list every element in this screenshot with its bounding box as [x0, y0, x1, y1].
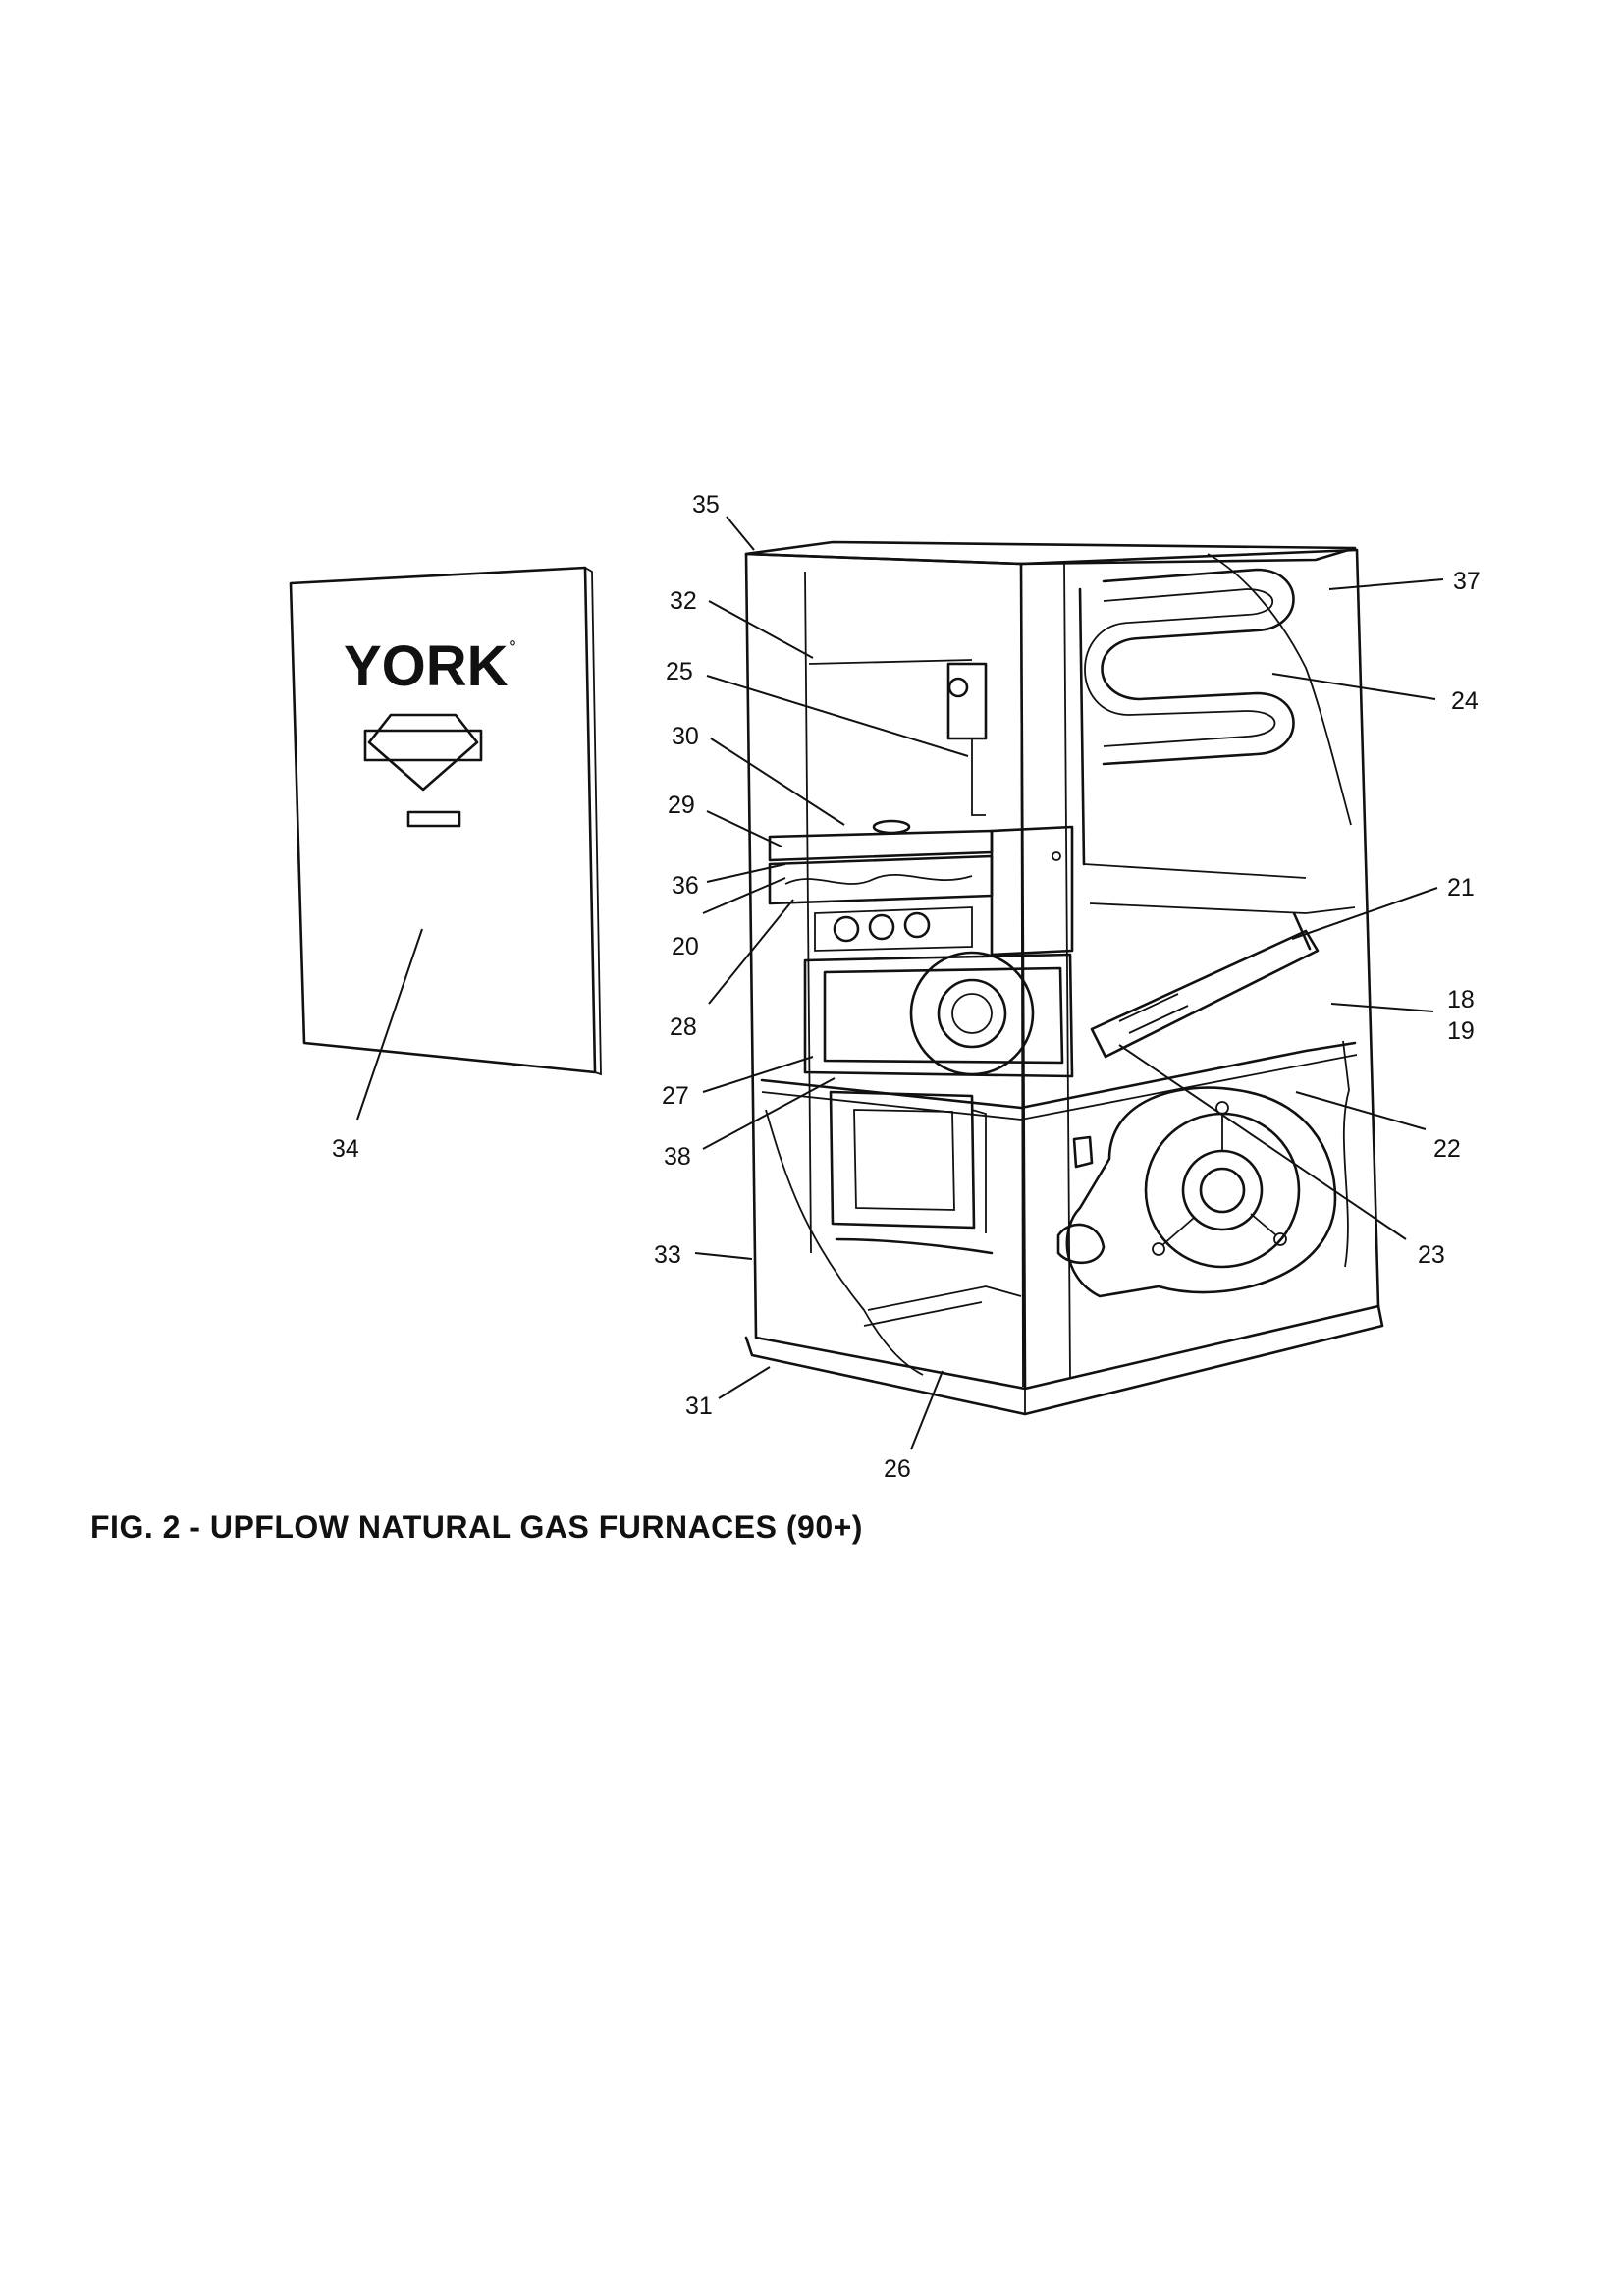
callout-30: 30 [672, 723, 699, 750]
callout-labels: 35 32 25 30 29 36 20 28 27 38 33 31 26 3… [332, 491, 1481, 1483]
vent-pipe [1090, 911, 1320, 1059]
callout-33: 33 [654, 1241, 681, 1269]
bottom-partition [765, 1109, 1022, 1376]
callout-26: 26 [884, 1455, 911, 1483]
york-logo-icon [363, 713, 483, 792]
leader-lines [356, 516, 1444, 1450]
callout-21: 21 [1447, 874, 1475, 902]
furnace-cabinet [744, 540, 1384, 1416]
callout-28: 28 [670, 1013, 697, 1041]
door-brand-text: YORK [344, 634, 509, 698]
blower-assembly [1056, 1040, 1350, 1298]
callout-23: 23 [1418, 1241, 1445, 1269]
gas-valve-assembly [808, 659, 988, 816]
callout-20: 20 [672, 933, 699, 960]
callout-29: 29 [668, 792, 695, 819]
callout-36: 36 [672, 872, 699, 900]
callout-31: 31 [685, 1393, 713, 1420]
burner-orifices [814, 906, 973, 952]
callout-19: 19 [1447, 1017, 1475, 1045]
door-brand-mark: ° [509, 637, 516, 659]
heat-exchanger-coils [1078, 553, 1352, 879]
callout-27: 27 [662, 1082, 689, 1110]
capacitor-icon [1072, 1135, 1094, 1169]
inducer-assembly [803, 951, 1074, 1078]
front-door-panel: YORK ° [289, 566, 602, 1076]
callout-24: 24 [1451, 687, 1479, 715]
callout-35: 35 [692, 491, 720, 519]
burner-assembly [768, 819, 1074, 957]
figure-caption: FIG. 2 - UPFLOW NATURAL GAS FURNACES (90… [90, 1509, 863, 1545]
callout-22: 22 [1433, 1135, 1461, 1163]
control-box [829, 1090, 994, 1255]
callout-25: 25 [666, 658, 693, 685]
callout-32: 32 [670, 587, 697, 615]
callout-38: 38 [664, 1143, 691, 1171]
callout-37: 37 [1453, 568, 1481, 595]
callout-18: 18 [1447, 986, 1475, 1013]
callout-34: 34 [332, 1135, 359, 1163]
door-handle [406, 810, 461, 828]
